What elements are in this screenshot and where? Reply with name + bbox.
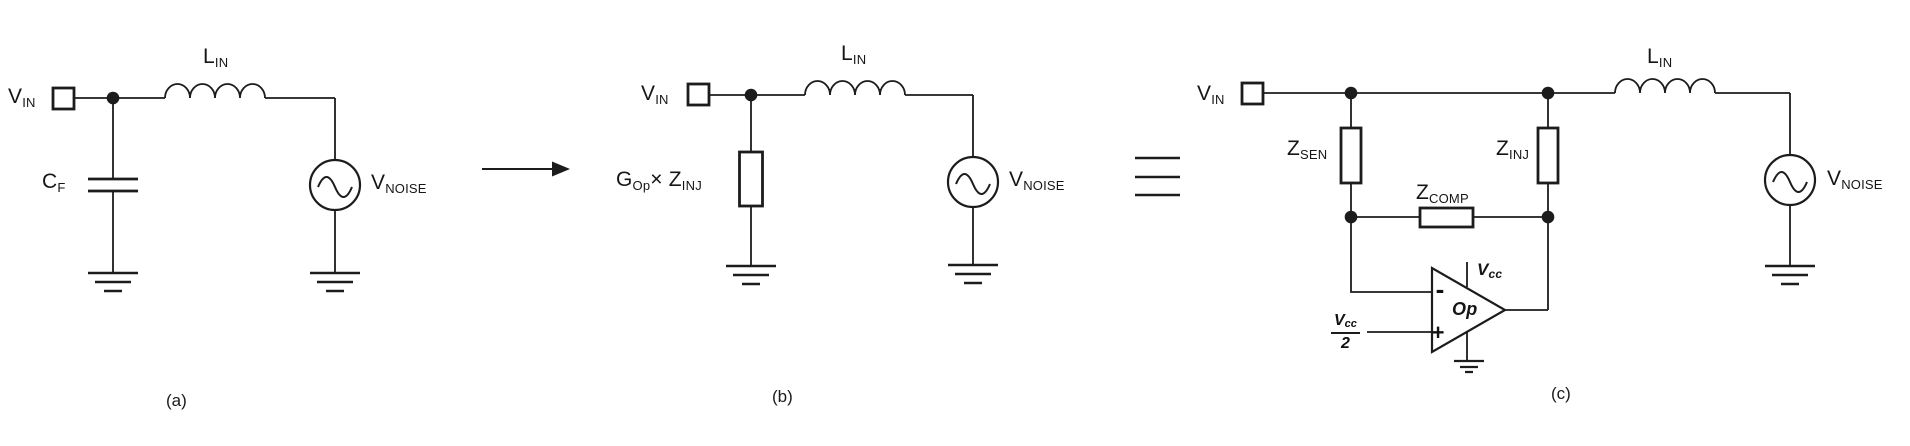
inductor-label-b: LIN: [841, 42, 867, 67]
ground-icon-c-right: [1765, 264, 1815, 286]
vin-terminal-icon-c: [1240, 81, 1265, 106]
zinj-sub-c: INJ: [1509, 147, 1530, 162]
junction-dot-a: [106, 91, 120, 105]
ground-icon-b-left: [726, 264, 776, 286]
vin-sub-a: IN: [22, 95, 36, 110]
noise-label-a: VNOISE: [371, 171, 427, 196]
vin-base-a: V: [8, 85, 23, 108]
junction-dot-c-top-right: [1541, 86, 1555, 100]
noise-base-c: V: [1827, 167, 1842, 190]
wires-c: [1263, 92, 1791, 360]
zinj-sub-b: INJ: [681, 178, 702, 193]
vcc-half-denominator: 2: [1341, 335, 1350, 352]
gain-base-b: G: [616, 168, 633, 191]
vcc-base-c: V: [1477, 260, 1489, 279]
sine-icon-c: [1772, 171, 1808, 193]
inductor-sub-c: IN: [1658, 55, 1673, 70]
noise-source-icon-a: [308, 158, 362, 212]
inductor-base-b: L: [841, 42, 853, 65]
vcc-sub-c: cc: [1488, 267, 1503, 281]
vcc-label-c: Vcc: [1477, 260, 1503, 281]
circuit-c: [1240, 78, 1817, 374]
noise-label-b: VNOISE: [1009, 168, 1065, 193]
junction-dot-b: [744, 88, 758, 102]
zinj-base-b: Z: [668, 168, 682, 191]
noise-label-c: VNOISE: [1827, 167, 1883, 192]
gain-sub-b: Op: [632, 178, 651, 193]
zcomp-label-c: ZCOMP: [1416, 181, 1469, 206]
inductor-base-c: L: [1647, 45, 1659, 68]
zinj-label-c: ZINJ: [1496, 137, 1530, 162]
opamp-minus-input-label: -: [1435, 274, 1445, 304]
vcc-half-label: Vcc 2: [1331, 313, 1360, 352]
vcc-half-num-sub: cc: [1344, 318, 1357, 330]
equivalence-icon: [1135, 156, 1180, 197]
caption-c: (c): [1551, 384, 1571, 403]
inductor-sub-a: IN: [214, 55, 229, 70]
zsen-box-icon: [1339, 126, 1363, 185]
opamp-triangle-icon: [1430, 266, 1508, 354]
zinj-box-icon: [1536, 126, 1560, 185]
vin-label-b: VIN: [641, 82, 669, 107]
opamp-plus-input-label: +: [1431, 319, 1445, 345]
noise-sub-b: NOISE: [1023, 178, 1065, 193]
noise-sub-a: NOISE: [385, 181, 427, 196]
zcomp-box-icon: [1418, 206, 1475, 229]
transform-arrow-icon: [482, 161, 570, 177]
inductor-icon-c: [1614, 78, 1716, 94]
opamp-name-label: Op: [1452, 299, 1478, 319]
zinj-base-c: Z: [1496, 137, 1510, 160]
ground-icon-a-right: [310, 271, 360, 293]
vin-sub-b: IN: [655, 92, 669, 107]
zcomp-sub-c: COMP: [1429, 191, 1469, 206]
injection-gain-label-b: GOp×ZINJ: [616, 168, 702, 193]
junction-dot-c-mid-left: [1344, 210, 1358, 224]
wires-b: [709, 94, 974, 265]
arrow-head: [552, 161, 570, 177]
ground-icon-a-left: [88, 271, 138, 293]
noise-base-a: V: [371, 171, 386, 194]
junction-dot-c-mid-right: [1541, 210, 1555, 224]
sine-icon-a: [317, 176, 353, 198]
circuit-b: [686, 80, 1000, 286]
vin-base-c: V: [1197, 82, 1212, 105]
sine-icon-b: [955, 173, 991, 195]
capacitor-sub-a: F: [57, 180, 66, 195]
inductor-label-c: LIN: [1647, 45, 1673, 70]
inductor-icon-b: [804, 80, 906, 96]
capacitor-label-a: CF: [42, 170, 66, 195]
zcomp-base-c: Z: [1416, 181, 1430, 204]
capacitor-icon-a: [88, 177, 138, 193]
noise-source-icon-c: [1763, 153, 1817, 207]
ground-icon-b-right: [948, 263, 998, 285]
vin-terminal-icon-b: [686, 82, 711, 107]
zsen-label-c: ZSEN: [1287, 137, 1328, 162]
inductor-base-a: L: [203, 45, 215, 68]
vin-label-c: VIN: [1197, 82, 1225, 107]
vcc-half-num-base: V: [1334, 312, 1345, 329]
inductor-sub-b: IN: [852, 52, 867, 67]
inductor-icon-a: [164, 83, 266, 99]
vin-terminal-icon-a: [51, 86, 76, 111]
vin-sub-c: IN: [1211, 92, 1225, 107]
wires-a: [74, 97, 336, 272]
zsen-sub-c: SEN: [1300, 147, 1328, 162]
noise-sub-c: NOISE: [1841, 177, 1883, 192]
vcc-half-numerator: Vcc: [1331, 313, 1360, 334]
caption-a: (a): [166, 391, 187, 410]
ground-icon-c-opamp: [1454, 359, 1484, 374]
vin-base-b: V: [641, 82, 656, 105]
noise-base-b: V: [1009, 168, 1024, 191]
times-sign-b: ×: [650, 168, 663, 191]
inductor-label-a: LIN: [203, 45, 229, 70]
impedance-box-icon-b: [738, 150, 764, 208]
circuit-a: [51, 83, 362, 293]
zsen-base-c: Z: [1287, 137, 1301, 160]
capacitor-base-a: C: [42, 170, 58, 193]
vin-label-a: VIN: [8, 85, 36, 110]
junction-dot-c-top-left: [1344, 86, 1358, 100]
noise-source-icon-b: [946, 155, 1000, 209]
caption-b: (b): [772, 387, 793, 406]
